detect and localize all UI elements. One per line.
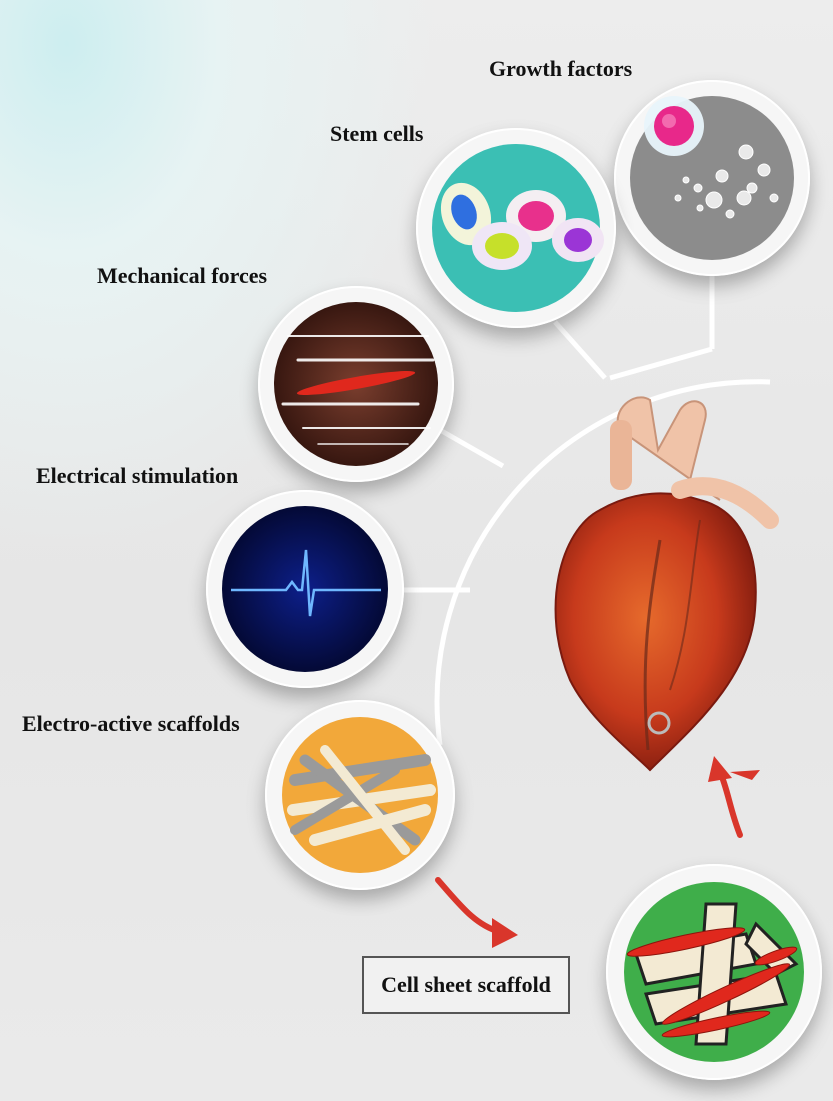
cell-sheet-scaffold-caption-box: Cell sheet scaffold	[362, 956, 570, 1014]
arrow-to-cell-sheet	[438, 880, 500, 932]
label-cell-sheet-scaffold: Cell sheet scaffold	[381, 972, 551, 998]
arrow-to-heart	[720, 772, 740, 835]
cell-sheet-scaffold-circle	[606, 864, 822, 1080]
cell-sheet-scaffold-icon	[606, 864, 822, 1080]
